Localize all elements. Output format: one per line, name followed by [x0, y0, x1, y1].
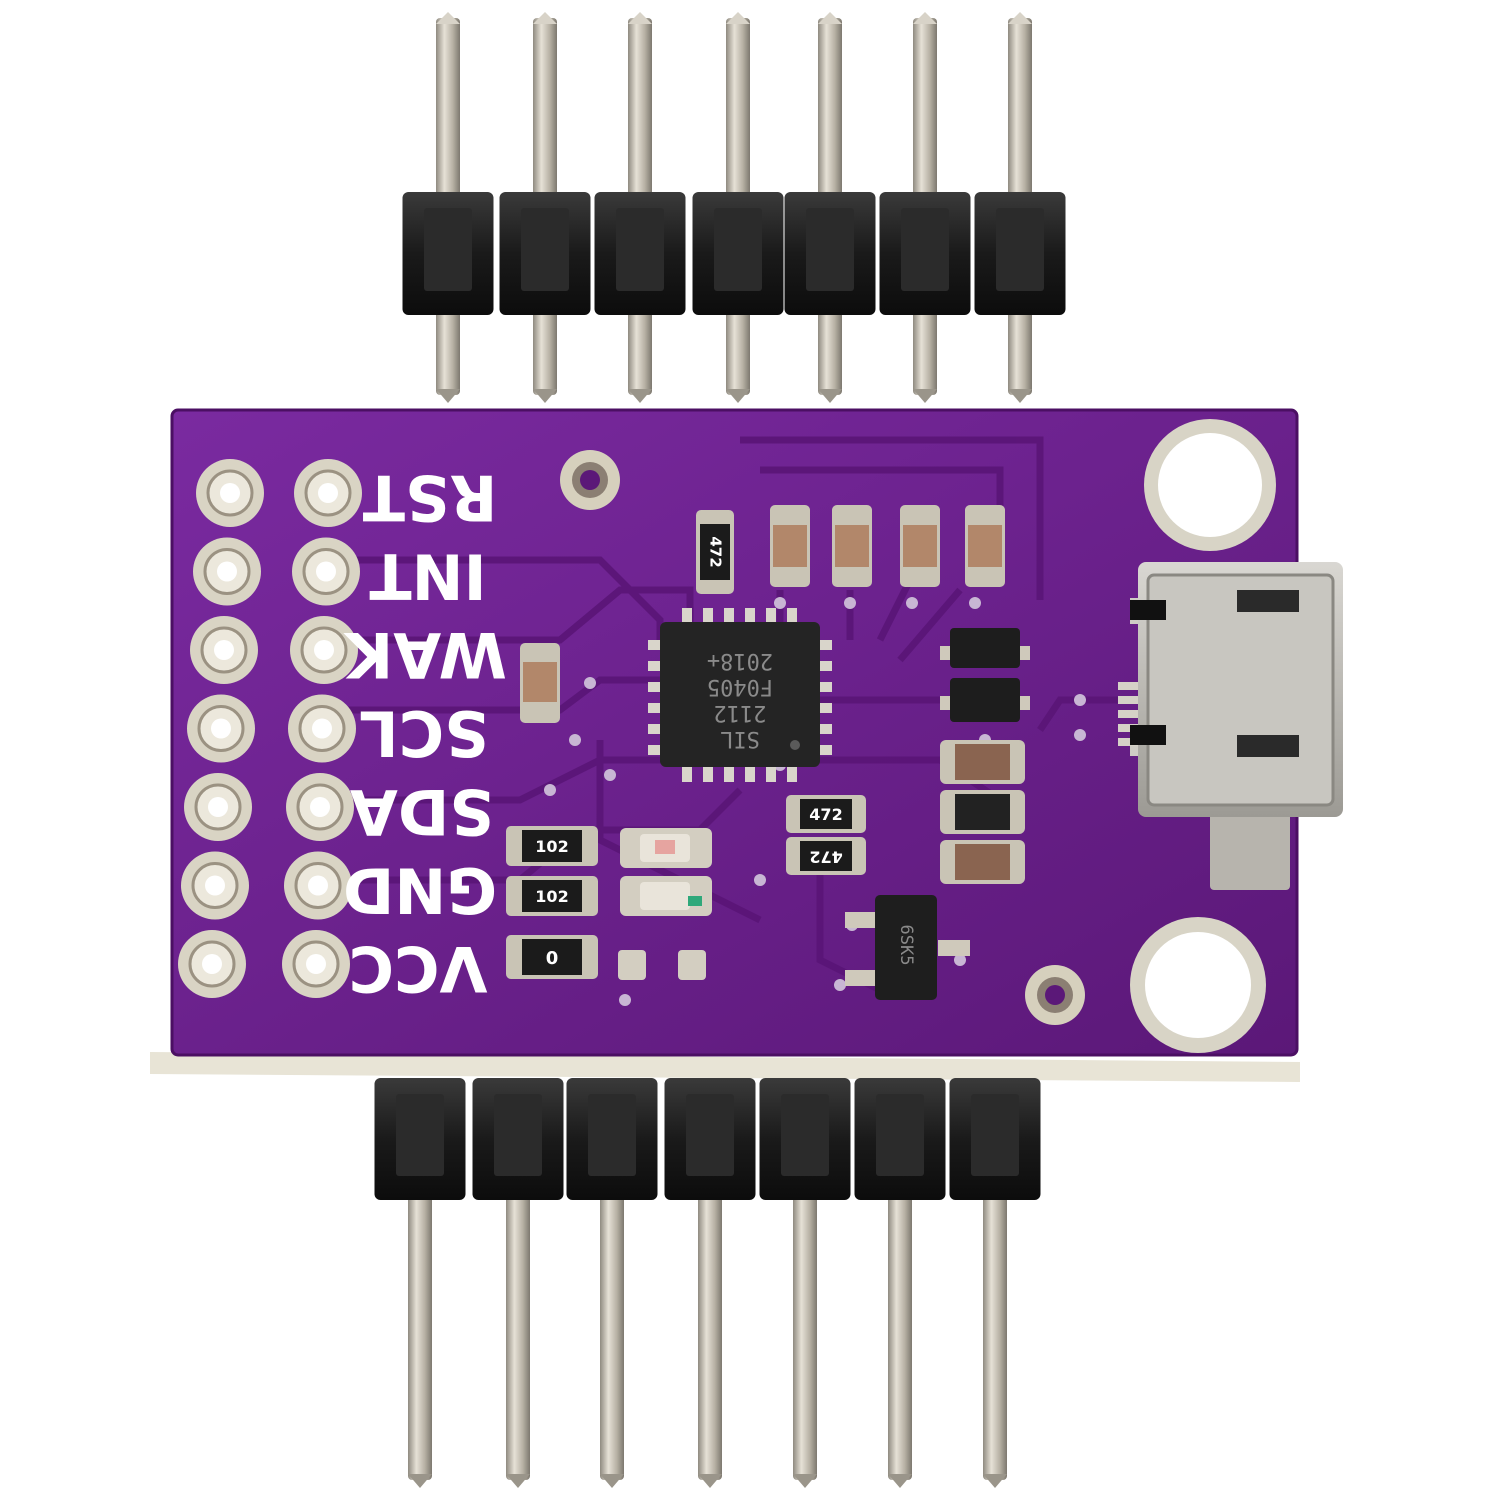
pin-label-int: INT: [369, 539, 486, 612]
usb-uart-chip: SIL 2112 F0405 2018+: [648, 608, 832, 782]
pad-scl-1: [187, 694, 255, 763]
resistor-r6-label: 0: [546, 948, 559, 969]
pad-rst-1: [196, 459, 264, 527]
resistor-r5: 102: [506, 876, 598, 916]
pad-wak-2: [290, 616, 358, 684]
led-rx: [620, 828, 712, 868]
resistor-r6: 0: [506, 935, 598, 979]
pin-label-gnd: GND: [343, 853, 497, 926]
chip-marking-line-4: 2018+: [707, 648, 773, 673]
pad-sda-2: [286, 773, 354, 841]
pad-int-2: [292, 537, 360, 606]
pad-scl-2: [288, 694, 356, 763]
pad-sda-1: [184, 773, 252, 841]
capacitor-row: [770, 505, 1005, 587]
voltage-regulator: 6SK5: [845, 895, 970, 1000]
resistor-r1: 472: [696, 510, 734, 594]
led-tx: [620, 876, 712, 916]
pad-gnd-2: [284, 851, 352, 920]
resistor-r3: 472: [786, 837, 866, 875]
pin-label-rst: RST: [363, 461, 498, 534]
micro-usb-port: [1118, 562, 1343, 890]
resistor-r5-label: 102: [535, 887, 568, 906]
resistor-r2: 472: [786, 795, 866, 833]
diode-array-1: [940, 628, 1030, 668]
test-pad-top: [560, 450, 620, 510]
chip-marking-line-2: 2112: [714, 700, 767, 725]
regulator-marking: 6SK5: [896, 925, 916, 966]
pad-int-1: [193, 537, 261, 606]
test-pad-bottom: [1025, 965, 1085, 1025]
filter-capacitors: [940, 740, 1025, 884]
pin-label-scl: SCL: [359, 696, 489, 769]
capacitor-left: [520, 643, 560, 723]
chip-marking-line-3: F0405: [707, 674, 773, 699]
pad-gnd-1: [181, 851, 249, 920]
pad-vcc-2: [282, 930, 350, 998]
pin-header-top: [402, 12, 1066, 403]
pin-label-wak: WAK: [343, 618, 507, 691]
resistor-r1-label: 472: [707, 536, 725, 567]
resistor-r4-label: 102: [535, 837, 568, 856]
pin-label-vcc: VCC: [349, 932, 488, 1005]
pad-wak-1: [190, 616, 258, 684]
pin-header-bottom: [374, 1078, 1041, 1488]
resistor-r4: 102: [506, 826, 598, 866]
resistor-r2-label: 472: [809, 805, 842, 824]
pad-vcc-1: [178, 930, 246, 998]
chip-marking-line-1: SIL: [720, 726, 760, 751]
pad-rst-2: [294, 459, 362, 527]
diode-array-2: [940, 678, 1030, 722]
mounting-hole-bottom: [1130, 917, 1266, 1053]
resistor-r3-label: 472: [809, 848, 842, 867]
mounting-hole-top: [1144, 419, 1276, 551]
pin-label-sda: SDA: [350, 775, 494, 848]
